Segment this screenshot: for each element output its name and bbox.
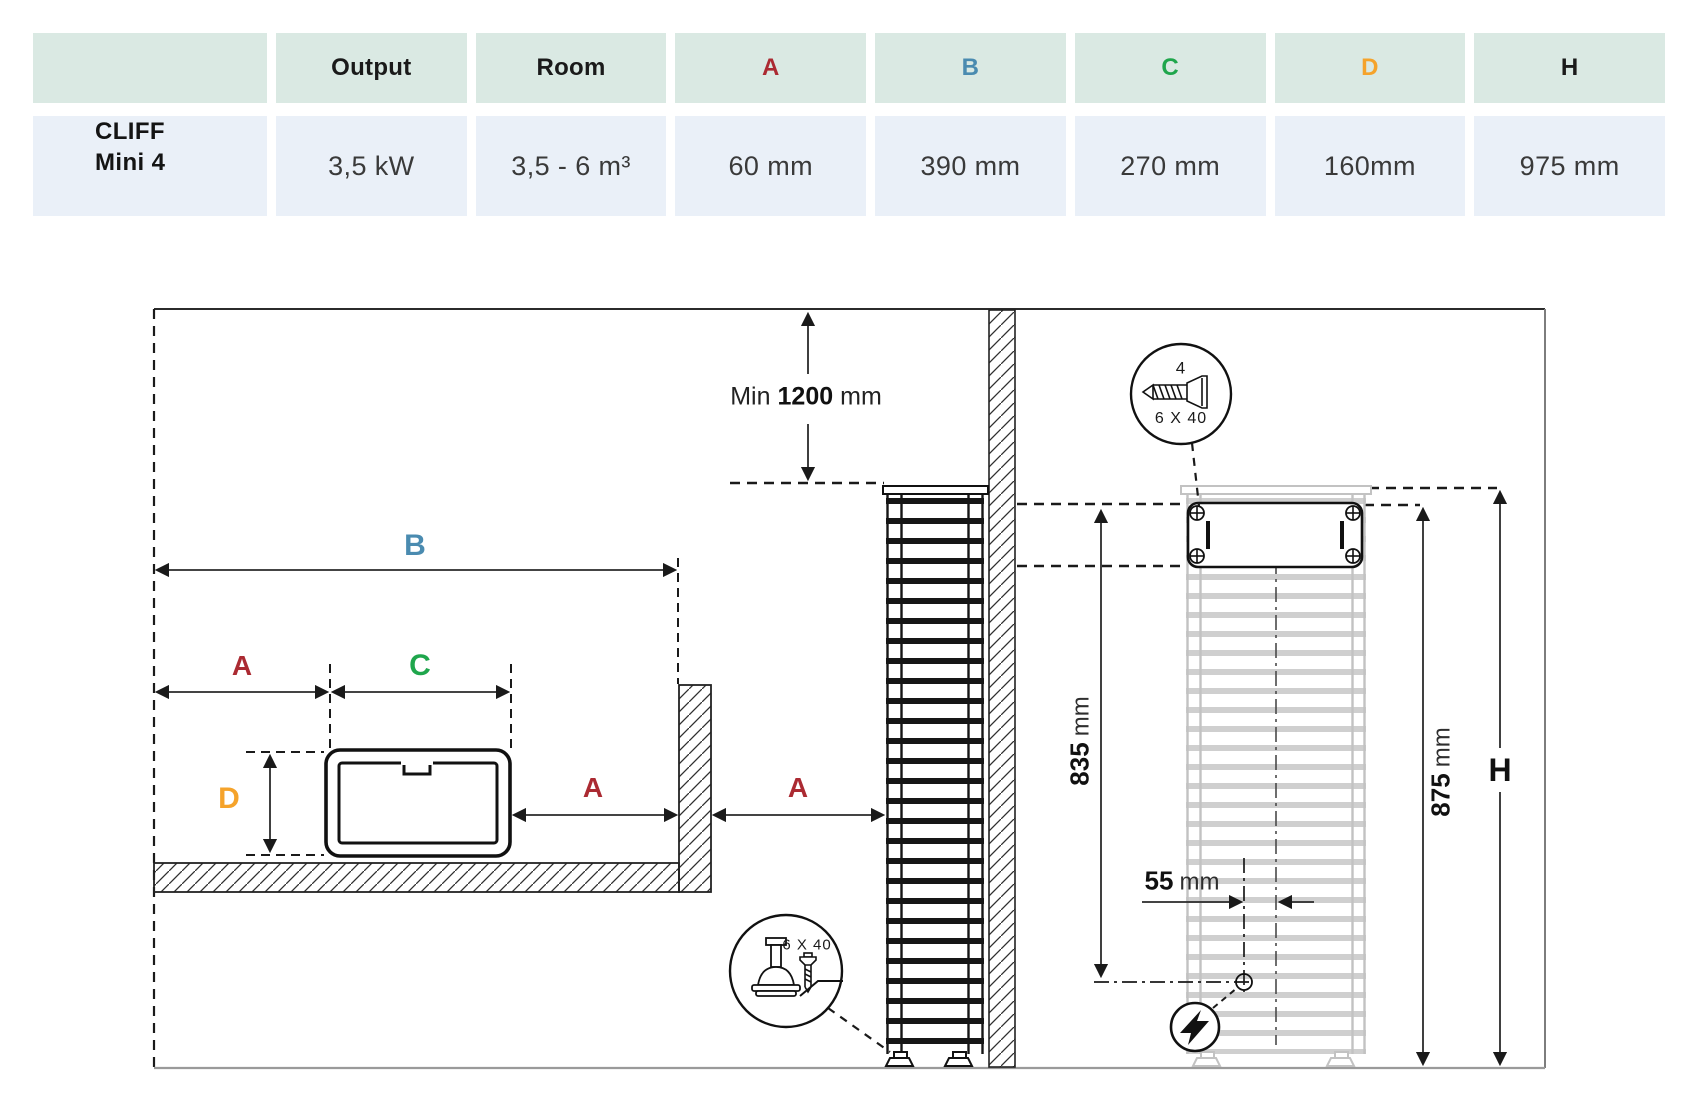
cell-h: 975 mm bbox=[1474, 116, 1665, 216]
electric-symbol bbox=[1169, 987, 1238, 1053]
screw-count-label: 4 bbox=[1175, 358, 1187, 378]
center-wall-section bbox=[988, 309, 1016, 1068]
dim-a-outer-label: A bbox=[787, 772, 809, 803]
screw-icon-vertical bbox=[799, 952, 817, 994]
col-header-c: C bbox=[1074, 33, 1266, 103]
heater-foot bbox=[884, 1051, 974, 1067]
heater-notch bbox=[401, 759, 433, 765]
dim-h-label: H bbox=[1478, 748, 1522, 792]
min-clearance-unit: mm bbox=[840, 382, 882, 411]
electrical-entry-axes bbox=[1094, 858, 1253, 992]
heater-front-foot bbox=[1191, 1051, 1356, 1067]
bracket-projection-lines bbox=[1017, 486, 1497, 568]
electrical-entry-point bbox=[1235, 973, 1253, 991]
dim-835-value: 835 bbox=[1064, 742, 1095, 786]
cell-output: 3,5 kW bbox=[276, 116, 467, 216]
col-header-blank bbox=[33, 33, 267, 103]
cell-room: 3,5 - 6 m³ bbox=[475, 116, 667, 216]
diagram-frame bbox=[152, 308, 1546, 1070]
dim-b-label: B bbox=[404, 529, 426, 562]
screw-size-label-top: 6 X 40 bbox=[1154, 410, 1208, 427]
col-header-d: D bbox=[1274, 33, 1466, 103]
dim-55-value: 55 bbox=[1144, 865, 1174, 896]
heater-top-view bbox=[324, 748, 512, 858]
heater-side-view bbox=[882, 485, 989, 1067]
dim-835-label: 835 mm bbox=[1064, 696, 1095, 786]
dim-a-left-label: A bbox=[231, 650, 253, 681]
adjustable-foot-icon bbox=[751, 937, 843, 997]
dim-835-unit: mm bbox=[1067, 696, 1095, 737]
heater-front-view bbox=[1180, 485, 1372, 1067]
product-name-cell: CLIFF Mini 4 bbox=[33, 116, 267, 216]
screw-size-label-bottom: 6 X 40 bbox=[782, 936, 832, 954]
col-header-room: Room bbox=[475, 33, 667, 103]
dim-d-label: D bbox=[218, 782, 240, 815]
bracket-screw-icon bbox=[1189, 505, 1361, 564]
min-clearance-line bbox=[730, 311, 884, 485]
col-header-a: A bbox=[675, 33, 867, 103]
product-name-line2: Mini 4 bbox=[95, 149, 166, 177]
foot-callout bbox=[728, 913, 891, 1053]
dim-55-unit: mm bbox=[1179, 868, 1220, 896]
min-clearance-prefix: Min bbox=[730, 382, 771, 411]
cell-d: 160mm bbox=[1274, 116, 1466, 216]
dim-d-line bbox=[246, 751, 324, 856]
dim-875-value: 875 bbox=[1425, 773, 1456, 817]
dim-c-label: C bbox=[409, 649, 431, 682]
dim-a-inner-label: A bbox=[582, 772, 604, 803]
lightning-icon bbox=[1180, 1010, 1209, 1045]
screw-icon bbox=[1141, 375, 1208, 409]
cell-b: 390 mm bbox=[875, 116, 1066, 216]
dim-c-line bbox=[329, 664, 512, 748]
screw-callout-top bbox=[1129, 342, 1233, 507]
spec-table: Output Room A B C D H CLIFF Mini 4 3,5 k… bbox=[33, 33, 1665, 216]
left-room-corner-wall bbox=[678, 684, 712, 893]
left-room-floor-wall bbox=[153, 862, 680, 893]
dim-b-line bbox=[154, 558, 679, 684]
dim-875-unit: mm bbox=[1428, 727, 1456, 768]
min-clearance-value: 1200 bbox=[777, 382, 834, 411]
cell-a: 60 mm bbox=[675, 116, 867, 216]
col-header-b: B bbox=[875, 33, 1066, 103]
dim-875-label: 875 mm bbox=[1425, 727, 1456, 817]
cell-c: 270 mm bbox=[1074, 116, 1266, 216]
mounting-bracket bbox=[1186, 501, 1364, 569]
col-header-h: H bbox=[1474, 33, 1665, 103]
col-header-output: Output bbox=[276, 33, 467, 103]
product-name-line1: CLIFF bbox=[95, 118, 165, 145]
